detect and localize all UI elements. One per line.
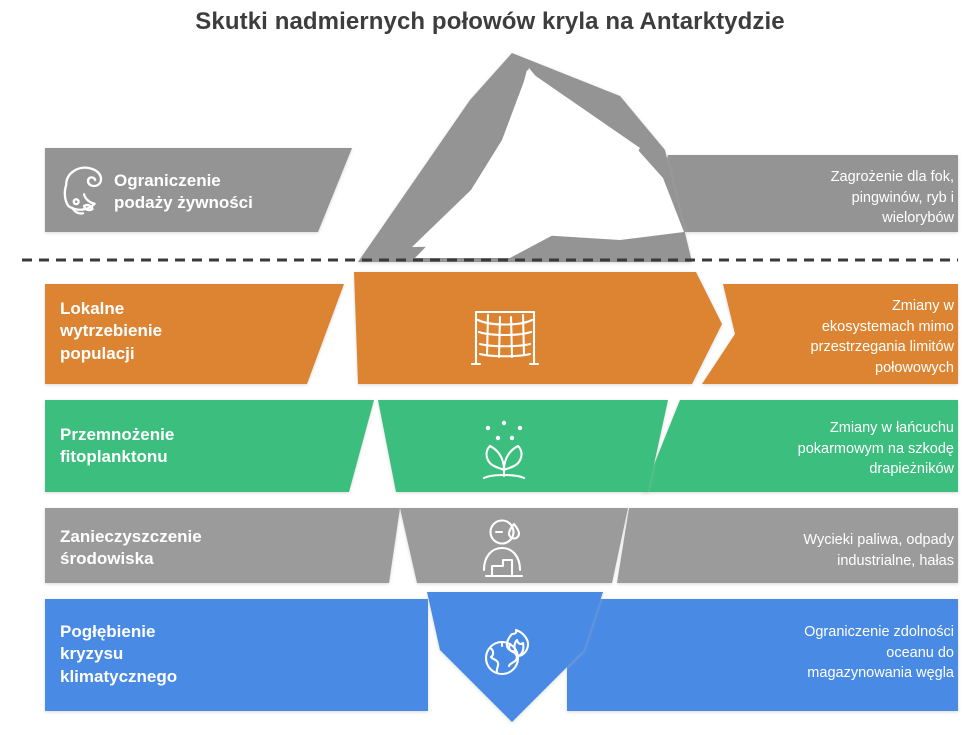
right-label-food-supply: Zagrożenie dla fok, pingwinów, ryb i wie… [830,169,954,227]
iceberg-segment-local-extirpation[interactable] [354,272,722,384]
left-label-phytoplankton: Przemnożenie fitoplanktonu [60,425,175,467]
left-band-climate-crisis[interactable] [45,599,428,711]
right-band-group [567,155,958,711]
right-band-pollution[interactable] [617,508,958,583]
burning-globe-icon [484,628,530,676]
left-label-local-extirpation: Lokalne wytrzebienie populacji [60,299,163,363]
sprout-icon [482,420,526,480]
page-title: Skutki nadmiernych połowów kryla na Anta… [195,8,785,35]
fishing-net-icon [470,310,540,366]
right-label-local-extirpation: Zmiany w ekosystemach mimo przestrzegani… [810,298,954,376]
right-band-local-extirpation[interactable] [702,284,958,384]
right-band-climate-crisis[interactable] [567,599,958,711]
iceberg-segment-phytoplankton[interactable] [378,400,668,492]
left-label-climate-crisis: Pogłębienie kryzysu klimatycznego [60,622,178,686]
right-band-food-supply[interactable] [645,155,958,232]
whale-icon [63,166,103,215]
iceberg-tip [358,53,692,262]
right-band-phytoplankton[interactable] [643,400,958,492]
left-band-food-supply[interactable] [45,148,352,232]
pollution-icon [482,519,524,578]
iceberg-center-group [354,53,722,722]
left-band-phytoplankton[interactable] [45,400,374,492]
iceberg-tip-facet-2 [412,68,684,247]
right-label-climate-crisis: Ograniczenie zdolności oceanu do magazyn… [804,624,954,682]
left-label-pollution: Zanieczyszczenie środowiska [60,527,202,569]
left-band-local-extirpation[interactable] [45,284,344,384]
iceberg-segment-pollution[interactable] [400,508,628,583]
left-band-pollution[interactable] [45,508,400,583]
right-label-phytoplankton: Zmiany w łańcuchu pokarmowym na szkodę d… [797,420,954,478]
left-band-group [45,148,428,711]
left-label-food-supply: Ograniczenie podaży żywności [114,171,253,213]
right-label-pollution: Wycieki paliwa, odpady industrialne, hał… [803,532,954,569]
iceberg-segment-climate-crisis[interactable] [427,592,603,722]
